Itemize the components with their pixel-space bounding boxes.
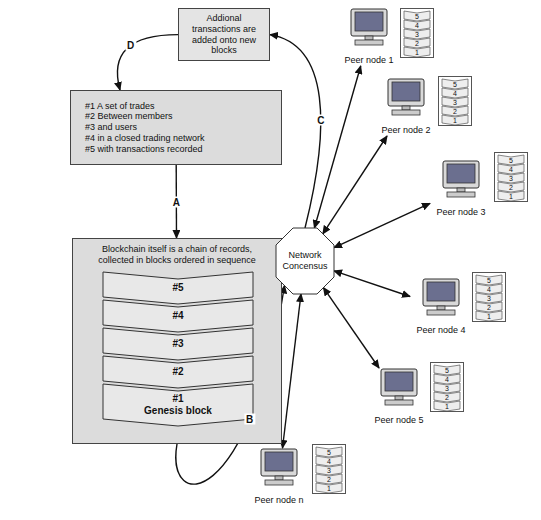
stack-number: 3 [445, 385, 449, 392]
block-chevron: #4 [103, 300, 253, 332]
node-text: Blockchain itself is a chain of records,… [85, 244, 269, 266]
stack-number: 5 [487, 277, 491, 284]
stack-number: 3 [415, 31, 419, 38]
stack-number: 2 [487, 304, 491, 311]
ledger-stack [431, 363, 464, 412]
stack-number: 4 [509, 166, 513, 173]
stack-number: 5 [415, 13, 419, 20]
node-text: Peer node 3 [430, 207, 492, 218]
node-text: Peer node n [248, 495, 310, 506]
node-text: #1 [103, 393, 253, 405]
node-text: Network Concensus [282, 250, 328, 272]
node-text: Peer node 2 [375, 125, 437, 136]
stack-number: 5 [453, 81, 457, 88]
computer-icon [388, 79, 424, 115]
connector [323, 288, 379, 368]
shape-outline [103, 272, 253, 304]
node-text: Addional transactions are added onto new… [183, 13, 265, 56]
block-chevron: #3 [103, 328, 253, 360]
node-text: Peer node 1 [338, 55, 400, 66]
connector [117, 35, 178, 90]
stack-number: 2 [415, 40, 419, 47]
connector [323, 136, 387, 234]
ledger-stack [439, 77, 472, 126]
peer-node: Peer node 1 [338, 8, 400, 66]
node-text: #2 [103, 366, 253, 378]
stack-number: 5 [445, 367, 449, 374]
shape-outline [276, 228, 334, 294]
peer-node: Peer node n [248, 448, 310, 506]
ledger-stack [401, 9, 434, 58]
node-text: Peer node 5 [368, 415, 430, 426]
computer-icon [423, 279, 459, 315]
shape-outline [103, 328, 253, 360]
peer-node: Peer node 4 [410, 278, 472, 336]
stack-number: 3 [327, 467, 331, 474]
stack-number: 1 [327, 485, 331, 492]
stack-number: 1 [509, 193, 513, 200]
node-text: #2 Between members [85, 111, 267, 122]
stack-number: 5 [327, 449, 331, 456]
node-text: Peer node 4 [410, 325, 472, 336]
node-text: #3 [103, 338, 253, 350]
block-chevron: #5 [103, 272, 253, 304]
node-text: #5 [103, 282, 253, 294]
node-text: #5 with transactions recorded [85, 144, 267, 155]
stack-number: 4 [487, 286, 491, 293]
connector [334, 271, 410, 297]
computer-icon [261, 449, 297, 485]
edge-label: C [315, 115, 326, 126]
computer-icon [381, 369, 417, 405]
stack-number: 4 [453, 90, 457, 97]
stack-number: 2 [445, 394, 449, 401]
node-text: #1 A set of trades [85, 101, 267, 112]
connector [314, 66, 360, 228]
stack-number: 3 [487, 295, 491, 302]
node-text: #4 [103, 310, 253, 322]
node-text: Genesis block [103, 405, 253, 417]
shape-outline [103, 356, 253, 388]
list-box: #1 A set of trades#2 Between members#3 a… [70, 90, 282, 165]
shape-outline [103, 384, 253, 426]
stack-number: 3 [453, 99, 457, 106]
edge-label: B [244, 414, 255, 425]
stack-number: 2 [509, 184, 513, 191]
ledger-stack [495, 153, 528, 202]
stack-number: 5 [509, 157, 513, 164]
node-text: #3 and users [85, 122, 267, 133]
ledger-stack [313, 445, 346, 494]
stack-number: 1 [415, 49, 419, 56]
peer-node: Peer node 5 [368, 368, 430, 426]
ledger-stack [473, 273, 506, 322]
connector [283, 294, 302, 448]
node-text: #4 in a closed trading network [85, 133, 267, 144]
block-chevron: #2 [103, 356, 253, 388]
peer-node: Peer node 3 [430, 160, 492, 218]
computer-icon [351, 9, 387, 45]
stack-number: 2 [453, 108, 457, 115]
connector [334, 203, 430, 247]
edge-label: A [171, 196, 182, 207]
stack-number: 2 [327, 476, 331, 483]
stack-number: 4 [445, 376, 449, 383]
note-box: Addional transactions are added onto new… [178, 8, 270, 61]
shape-outline [103, 300, 253, 332]
stack-number: 1 [445, 403, 449, 410]
stack-number: 4 [327, 458, 331, 465]
stack-number: 1 [453, 117, 457, 124]
peer-node: Peer node 2 [375, 78, 437, 136]
computer-icon [443, 161, 479, 197]
consensus-octagon: Network Concensus [276, 228, 334, 294]
stack-number: 3 [509, 175, 513, 182]
block-chevron: #1Genesis block [103, 384, 253, 426]
stack-number: 4 [415, 22, 419, 29]
edge-label: D [125, 40, 136, 51]
stack-number: 1 [487, 313, 491, 320]
